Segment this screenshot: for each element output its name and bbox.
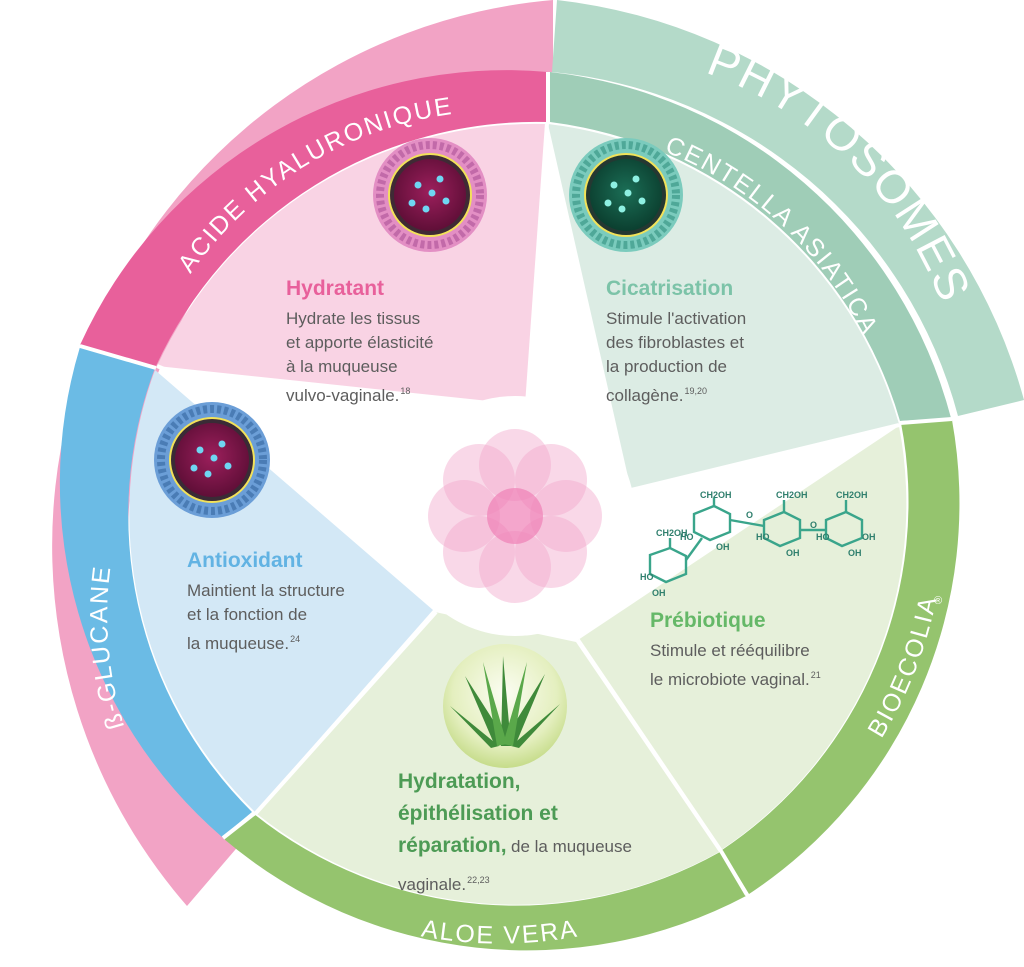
- aloe-block: Hydratation, épithélisation et réparatio…: [398, 766, 718, 897]
- molecule-ch2oh-2: CH2OH: [776, 490, 808, 500]
- molecule-ch2oh-4: CH2OH: [700, 490, 732, 500]
- molecule-group-labels: CH2OH CH2OH CH2OH CH2OH HO OH HO OH HO O…: [640, 490, 876, 598]
- molecule-ch2oh-1: CH2OH: [656, 528, 688, 538]
- hydratant-block: Hydratant Hydrate les tissus et apporte …: [286, 276, 526, 408]
- prebiotique-block: Prébiotique Stimule et rééquilibre le mi…: [650, 608, 890, 692]
- centella-band: [550, 72, 951, 421]
- prebiotique-line-2: le microbiote vaginal.: [650, 670, 810, 689]
- hydratant-title: Hydratant: [286, 277, 385, 300]
- molecule-oh-4: OH: [862, 532, 876, 542]
- molecule-oh-3: OH: [786, 548, 800, 558]
- cicatrisation-ref: 19,20: [684, 386, 708, 396]
- molecule-oh-1: OH: [652, 588, 666, 598]
- antioxidant-title: Antioxidant: [187, 549, 303, 572]
- cicatrisation-line-2: des fibroblastes et: [606, 333, 744, 352]
- molecule-oh-2: OH: [716, 542, 730, 552]
- niosome-vesicle-icon: [373, 138, 487, 252]
- flower-icon: [428, 429, 602, 603]
- hydratant-description: Hydrate les tissus et apporte élasticité…: [286, 307, 526, 408]
- antioxidant-line-3: la muqueuse.: [187, 634, 290, 653]
- cicatrisation-line-4: collagène.: [606, 386, 684, 405]
- hydratant-line-4: vulvo-vaginale.: [286, 386, 400, 405]
- aloe-description-line-4: vaginale.: [398, 875, 467, 894]
- aloe-title-line-2: épithélisation et: [398, 802, 558, 825]
- hydratant-ref: 18: [400, 386, 411, 396]
- aloe-vera-band: [224, 814, 746, 951]
- cicatrisation-block: Cicatrisation Stimule l'activation des f…: [606, 276, 846, 408]
- cicatrisation-title: Cicatrisation: [606, 277, 734, 300]
- glucane-band: [59, 347, 252, 837]
- antioxidant-line-2: et la fonction de: [187, 605, 308, 624]
- molecule-ch2oh-3: CH2OH: [836, 490, 868, 500]
- bioecolia-band: [722, 420, 960, 894]
- molecule-ho-3: HO: [756, 532, 770, 542]
- antioxidant-block: Antioxidant Maintient la structure et la…: [187, 548, 427, 656]
- antioxidant-ref: 24: [290, 634, 301, 644]
- prebiotique-description: Stimule et rééquilibre le microbiote vag…: [650, 639, 890, 692]
- aloe-title-line-1: Hydratation,: [398, 770, 521, 793]
- aloe-ref: 22,23: [467, 875, 490, 885]
- prebiotique-title: Prébiotique: [650, 609, 766, 632]
- antioxidant-line-1: Maintient la structure: [187, 581, 345, 600]
- phytosomes-band: [552, 0, 1024, 416]
- glucane-vesicle-icon: [154, 402, 270, 518]
- hydratant-line-2: et apporte élasticité: [286, 333, 434, 352]
- prebiotic-molecule-icon: [648, 498, 864, 584]
- panel-dividers: [79, 72, 953, 897]
- aloe-title-line-3: réparation,: [398, 834, 507, 857]
- phytosome-vesicle-icon: [569, 138, 683, 252]
- molecule-o-1: O: [746, 510, 753, 520]
- molecule-ho-4: HO: [816, 532, 830, 542]
- cicatrisation-description: Stimule l'activation des fibroblastes et…: [606, 307, 846, 408]
- molecule-ho-1: HO: [640, 572, 654, 582]
- cicatrisation-line-3: la production de: [606, 357, 727, 376]
- acide-hyaluronique-band: [80, 70, 548, 366]
- molecule-oh-5: OH: [848, 548, 862, 558]
- cicatrisation-line-1: Stimule l'activation: [606, 309, 747, 328]
- hydratant-line-1: Hydrate les tissus: [286, 309, 421, 328]
- registered-mark: ®: [934, 595, 942, 607]
- prebiotique-line-1: Stimule et rééquilibre: [650, 641, 810, 660]
- aloe-plant-icon: [443, 644, 567, 768]
- aloe-description-rest: de la muqueuse: [510, 837, 632, 856]
- antioxidant-description: Maintient la structure et la fonction de…: [187, 579, 427, 656]
- molecule-ho-2: HO: [680, 532, 694, 542]
- molecule-o-2: O: [810, 520, 817, 530]
- prebiotique-ref: 21: [810, 670, 821, 680]
- prebiotique-panel: [578, 426, 907, 850]
- hydratant-line-3: à la muqueuse: [286, 357, 398, 376]
